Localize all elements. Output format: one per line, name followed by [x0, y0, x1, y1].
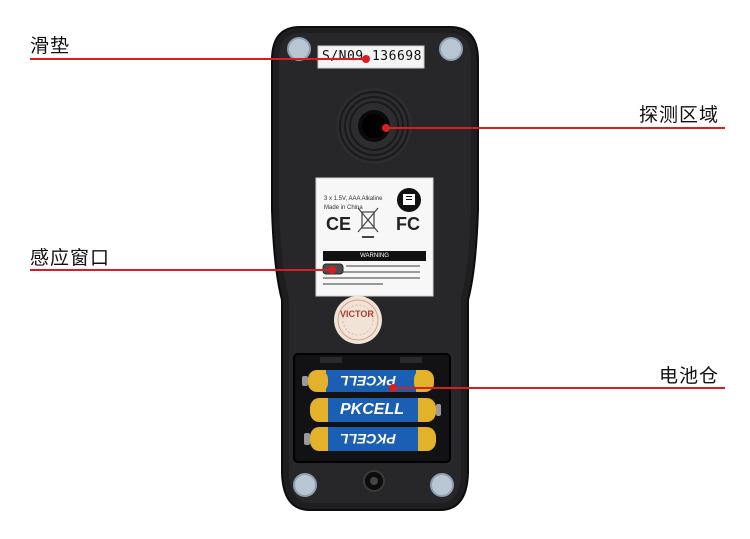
battery-2 [310, 398, 441, 422]
callout-sensor-label: 感应窗口 [30, 247, 111, 269]
ce-mark: CE [326, 214, 352, 234]
callout-feet-dot [362, 55, 370, 63]
callout-sensor-dot [328, 266, 336, 274]
callout-battery-line [392, 387, 725, 389]
battery-3-brand: PKCELL [340, 431, 396, 447]
serial-label [317, 45, 425, 69]
victor-sticker [334, 296, 382, 344]
battery-1-brand: PKCELL [340, 373, 396, 389]
battery-3 [304, 427, 436, 451]
foot-pad-top-left [287, 37, 311, 61]
callout-feet-line [30, 58, 366, 60]
battery-1 [302, 370, 434, 392]
callout-detection-line [384, 127, 725, 129]
warning-bar: WARNING [323, 251, 426, 261]
callout-detection-label: 探测区域 [639, 104, 720, 126]
battery-2-brand: PKCELL [340, 401, 404, 418]
sticker-brand: VICTOR [340, 309, 374, 319]
foot-pad-bottom-right [430, 473, 454, 497]
foot-pad-bottom-left [293, 473, 317, 497]
detection-area-grille [336, 88, 412, 164]
weee-bin-icon [357, 207, 379, 238]
callout-detection-dot [382, 124, 390, 132]
fcc-mark: FC [396, 214, 420, 234]
battery-spec-text: 3 x 1.5V, AAA Alkaline [324, 196, 383, 202]
serial-number: S/N09-136698 [322, 49, 422, 64]
callout-feet-label: 滑垫 [30, 35, 71, 57]
callout-sensor-line [30, 269, 332, 271]
callout-battery-dot [389, 384, 397, 392]
made-in-text: Made in China [324, 205, 363, 211]
callout-battery-label: 电池仓 [659, 365, 720, 387]
foot-pad-top-right [439, 37, 463, 61]
